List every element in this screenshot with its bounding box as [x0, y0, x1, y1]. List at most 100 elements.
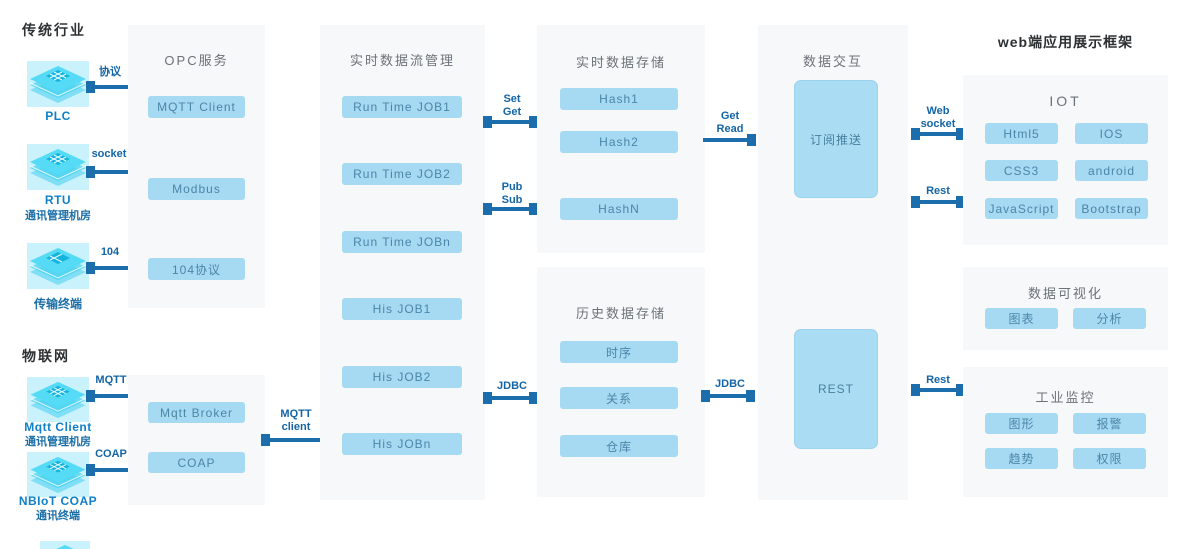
node-his-job2: His JOB2: [342, 366, 462, 388]
panel-title: 数据可视化: [1027, 286, 1103, 301]
connector-label: Read: [716, 123, 744, 135]
node-coap: COAP: [148, 452, 245, 473]
connector-cap: [529, 392, 538, 404]
connector-label: Web: [926, 105, 950, 117]
node-runtime-job1: Run Time JOB1: [342, 96, 462, 118]
plc-device-icon: [27, 61, 89, 107]
connector-label: socket: [91, 148, 127, 160]
connector-bar: [487, 396, 537, 400]
connector-label: JDBC: [497, 380, 527, 392]
connector-label: Get: [502, 106, 522, 118]
device-label: 传输终端: [33, 297, 82, 311]
connector-cap: [86, 81, 95, 93]
device-sublabel: 通讯终端: [36, 510, 80, 522]
section-title-traditional-industry: 传统行业: [22, 22, 86, 38]
connector-label: JDBC: [715, 378, 745, 390]
node-hash2: Hash2: [560, 131, 678, 153]
node-subscribe-push: 订阅推送: [794, 80, 878, 198]
node-permission: 权限: [1073, 448, 1146, 469]
node-timeseries: 时序: [560, 341, 678, 363]
connector-label: client: [281, 421, 311, 433]
connector-label: MQTT: [95, 374, 127, 386]
panel-title: 数据交互: [802, 54, 863, 69]
node-relational: 关系: [560, 387, 678, 409]
connector-label: MQTT: [280, 408, 312, 420]
connector-cap: [746, 390, 755, 402]
node-warehouse: 仓库: [560, 435, 678, 457]
panel-title: 历史数据存储: [575, 306, 666, 321]
node-his-job1: His JOB1: [342, 298, 462, 320]
section-title-iot: 物联网: [22, 348, 70, 364]
connector-label: Rest: [926, 374, 950, 386]
node-his-jobn: His JOBn: [342, 433, 462, 455]
connector-bar: [705, 394, 753, 398]
mqtt-client-device-icon: [27, 377, 89, 422]
connector-label: 协议: [99, 66, 121, 78]
connector-label: Rest: [926, 185, 950, 197]
terminal-device-icon: [27, 243, 89, 289]
node-javascript: JavaScript: [985, 198, 1058, 219]
connector-cap: [86, 166, 95, 178]
connector-cap: [529, 203, 538, 215]
node-android: android: [1075, 160, 1148, 181]
device-label: NBIoT COAP: [18, 494, 98, 508]
connector-bar: [95, 266, 128, 270]
device-sublabel: 通讯管理机房: [25, 210, 91, 222]
connector-cap: [956, 384, 965, 396]
node-runtime-jobn: Run Time JOBn: [342, 231, 462, 253]
panel-iot-broker: [128, 375, 265, 505]
connector-label: 104: [100, 246, 120, 258]
connector-cap: [529, 116, 538, 128]
node-runtime-job2: Run Time JOB2: [342, 163, 462, 185]
nbiot-device-icon: [27, 452, 89, 497]
node-mqtt-client: MQTT Client: [148, 96, 245, 118]
connector-cap: [86, 262, 95, 274]
node-alarm: 报警: [1073, 413, 1146, 434]
node-rest: REST: [794, 329, 878, 449]
connector-label: Sub: [501, 194, 523, 206]
connector-cap: [956, 128, 965, 140]
node-bootstrap: Bootstrap: [1075, 198, 1148, 219]
connector-bar: [915, 388, 963, 392]
device-label: PLC: [45, 109, 71, 123]
panel-title: 工业监控: [1035, 390, 1096, 405]
panel-title: OPC服务: [164, 53, 229, 68]
connector-bar: [915, 200, 963, 204]
connector-label: COAP: [95, 448, 127, 460]
connector-bar: [703, 138, 753, 142]
connector-cap: [956, 196, 965, 208]
connector-bar: [915, 132, 963, 136]
node-ios: IOS: [1075, 123, 1148, 144]
connector-bar: [487, 207, 537, 211]
connector-label: Set: [503, 93, 521, 105]
connector-cap: [747, 134, 756, 146]
connector-cap: [86, 390, 95, 402]
node-graphics: 图形: [985, 413, 1058, 434]
device-sublabel: 通讯管理机房: [25, 436, 91, 448]
node-charts: 图表: [985, 308, 1058, 329]
connector-bar: [95, 468, 128, 472]
connector-bar: [95, 394, 128, 398]
connector-bar: [270, 438, 320, 442]
node-html5: Html5: [985, 123, 1058, 144]
cutoff-device-icon: [40, 541, 90, 549]
panel-title: IOT: [1049, 93, 1082, 109]
node-css3: CSS3: [985, 160, 1058, 181]
connector-label: socket: [920, 118, 956, 130]
panel-history-storage: [537, 267, 705, 497]
section-title-web-framework: web端应用展示框架: [997, 34, 1134, 50]
connector-label: Get: [720, 110, 740, 122]
connector-bar: [95, 170, 128, 174]
node-mqtt-broker: Mqtt Broker: [148, 402, 245, 423]
node-modbus: Modbus: [148, 178, 245, 200]
node-104-protocol: 104协议: [148, 258, 245, 280]
node-analysis: 分析: [1073, 308, 1146, 329]
connector-bar: [95, 85, 128, 89]
device-label: Mqtt Client: [24, 420, 92, 434]
rtu-device-icon: [27, 144, 89, 190]
panel-title: 实时数据流管理: [349, 53, 455, 68]
connector-cap: [86, 464, 95, 476]
node-trend: 趋势: [985, 448, 1058, 469]
node-hashn: HashN: [560, 198, 678, 220]
